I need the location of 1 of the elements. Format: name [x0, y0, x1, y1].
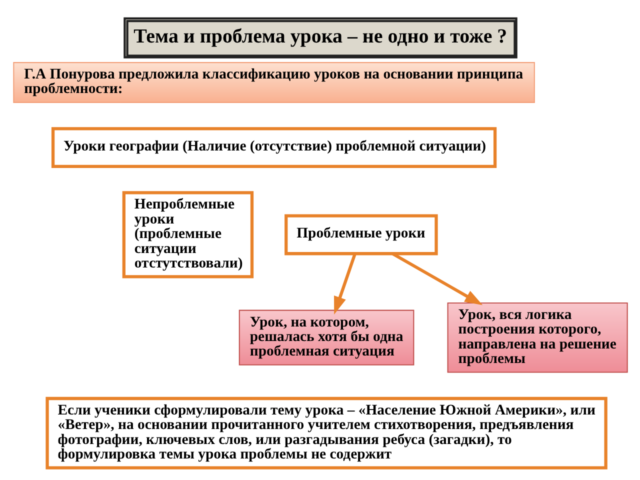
diagram-title: Тема и проблема урока – не одно и тоже ? — [133, 24, 507, 47]
